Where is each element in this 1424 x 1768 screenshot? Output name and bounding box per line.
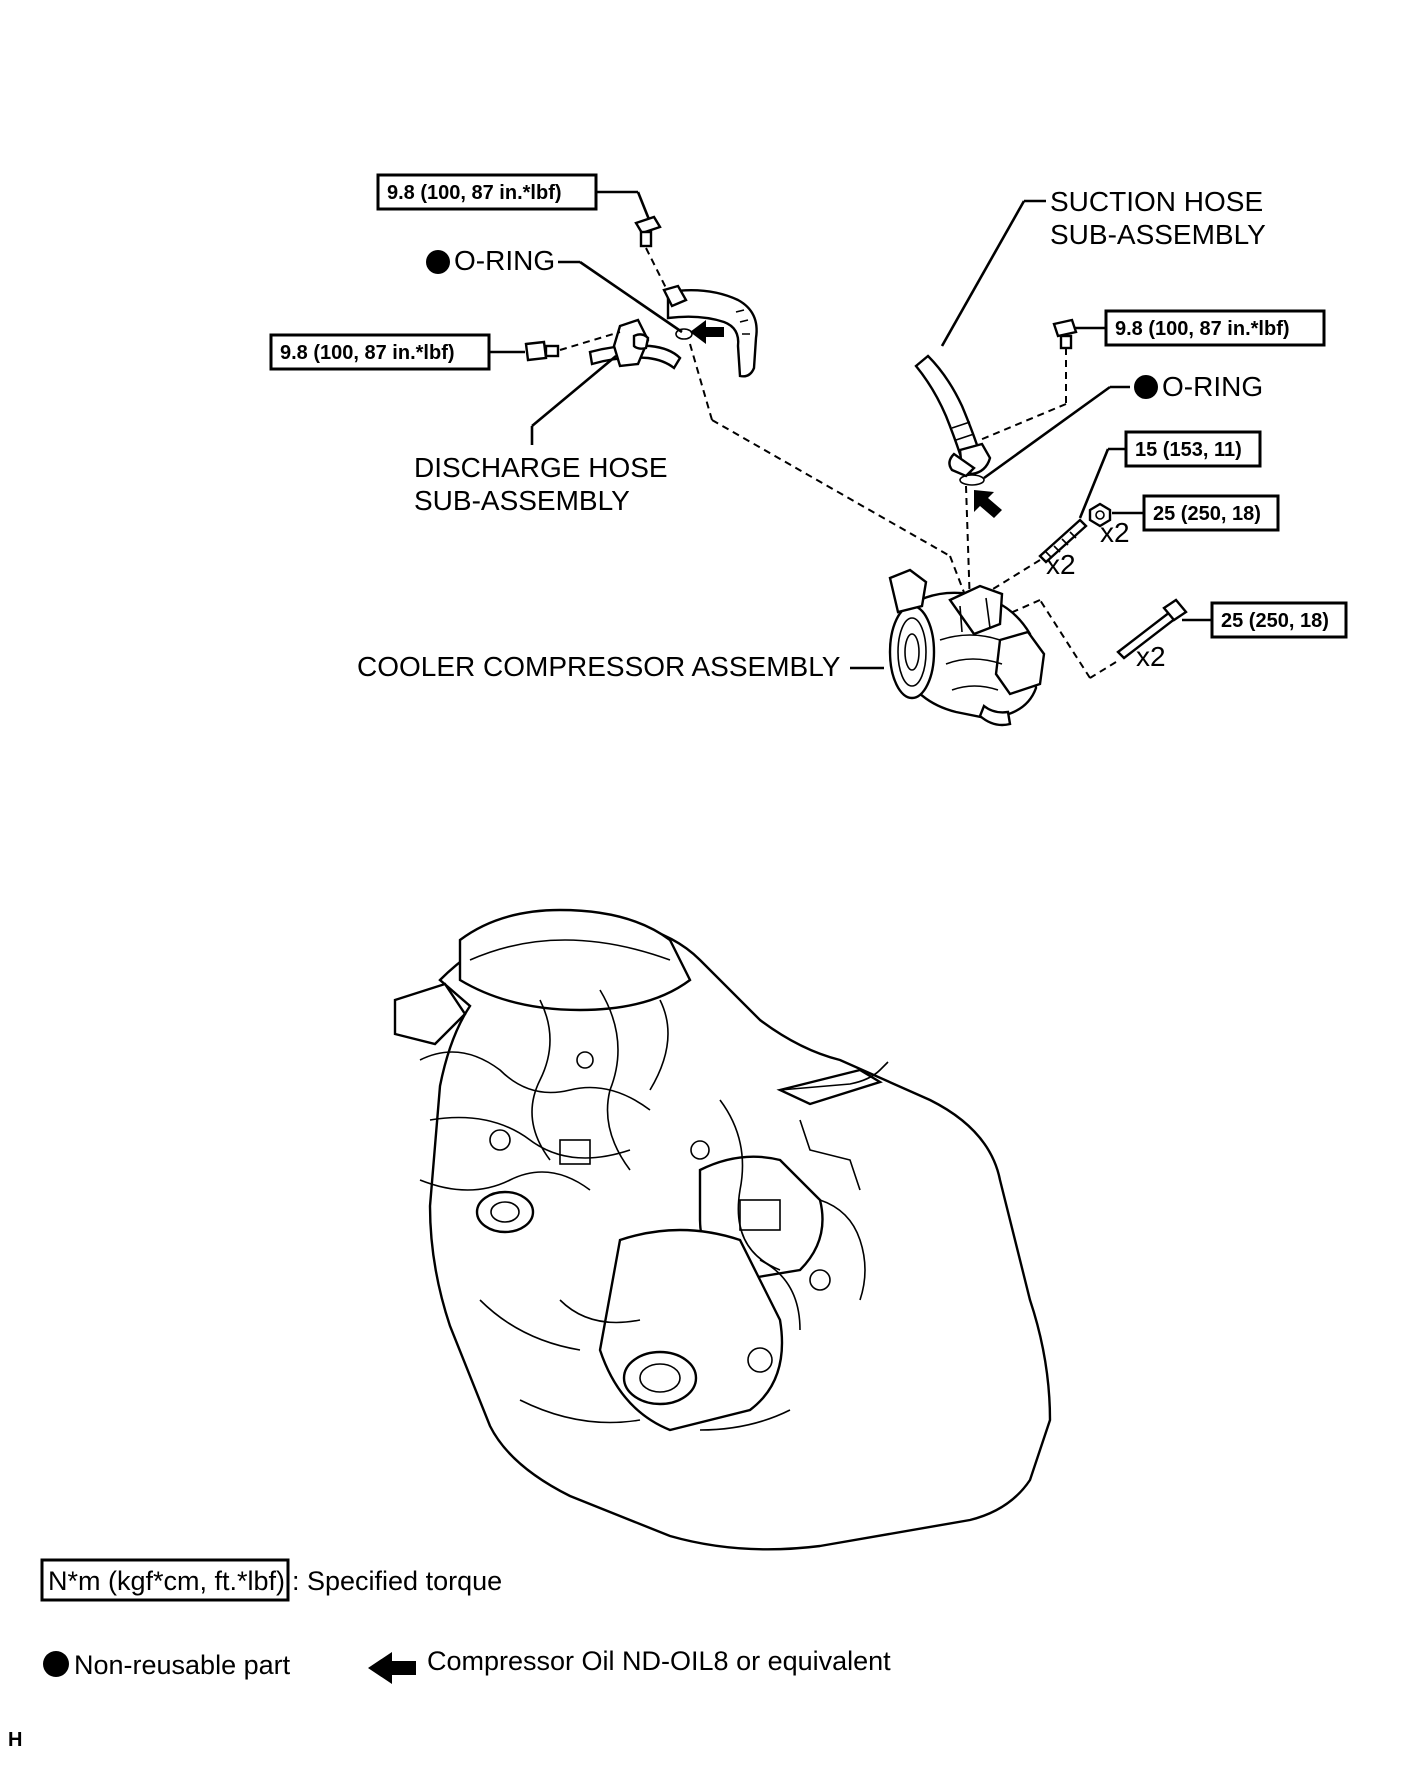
- oring-right-label: O-RING: [1162, 371, 1263, 402]
- oil-arrow-left-icon: [690, 320, 724, 344]
- nonreusable-dot-left: [426, 250, 450, 274]
- nut-qty: x2: [1100, 517, 1130, 548]
- torque-stud: 15 (153, 11): [1135, 439, 1242, 461]
- bolt-discharge-left: [524, 340, 560, 362]
- oring-right: [959, 474, 985, 486]
- cooler-compressor-assembly: COOLER COMPRESSOR ASSEMBLY: [357, 568, 1046, 727]
- bolt-discharge-top: [634, 215, 662, 248]
- nut: [1088, 502, 1112, 528]
- discharge-hose-group: 9.8 (100, 87 in.*lbf) O-RING 9.8 (100, 8…: [269, 173, 971, 609]
- torque-box-nut: [1142, 494, 1280, 532]
- legend-torque-desc: : Specified torque: [292, 1566, 502, 1596]
- engine-assembly-illustration: [393, 908, 1052, 1551]
- suction-hose-sub-assembly: [914, 354, 992, 478]
- torque-bolt: 25 (250, 18): [1221, 610, 1329, 632]
- legend-torque-units: N*m (kgf*cm, ft.*lbf): [48, 1566, 285, 1596]
- torque-box-suction: [1104, 309, 1326, 347]
- corner-mark: H: [8, 1729, 22, 1751]
- nonreusable-dot-right: [1134, 375, 1158, 399]
- discharge-hose-label-1: DISCHARGE HOSE: [414, 452, 668, 483]
- stud-qty: x2: [1046, 549, 1076, 580]
- compressor-label: COOLER COMPRESSOR ASSEMBLY: [357, 651, 841, 682]
- torque-box-bolt: [1210, 601, 1348, 639]
- discharge-hose-sub-assembly: [588, 284, 758, 378]
- torque-box-discharge-top: [376, 173, 598, 211]
- discharge-hose-label-2: SUB-ASSEMBLY: [414, 485, 630, 516]
- legend: N*m (kgf*cm, ft.*lbf) : Specified torque…: [8, 1558, 891, 1751]
- oring-left-label: O-RING: [454, 245, 555, 276]
- torque-discharge-top: 9.8 (100, 87 in.*lbf): [387, 182, 562, 204]
- oring-left: [675, 328, 693, 340]
- mount-bolt: [1116, 598, 1188, 660]
- torque-box-discharge-left: [269, 333, 491, 371]
- bolt-suction: [1052, 318, 1078, 350]
- legend-nonreusable: Non-reusable part: [74, 1650, 291, 1680]
- fastener-group: 15 (153, 11) x2 25 (250, 18) x2 25 (250,…: [971, 430, 1348, 679]
- legend-oil: Compressor Oil ND-OIL8 or equivalent: [427, 1646, 891, 1676]
- oil-arrow-right-icon: [974, 490, 1002, 518]
- bolt-qty: x2: [1136, 641, 1166, 672]
- torque-nut: 25 (250, 18): [1153, 503, 1261, 525]
- suction-hose-label-1: SUCTION HOSE: [1050, 186, 1263, 217]
- legend-nonreusable-icon: [43, 1651, 69, 1677]
- suction-hose-group: SUCTION HOSE SUB-ASSEMBLY 9.8 (100, 87 i…: [914, 186, 1326, 607]
- torque-suction: 9.8 (100, 87 in.*lbf): [1115, 318, 1290, 340]
- legend-oil-arrow-icon: [368, 1652, 416, 1684]
- suction-hose-label-2: SUB-ASSEMBLY: [1050, 219, 1266, 250]
- legend-torque-box: [40, 1558, 290, 1602]
- torque-discharge-left: 9.8 (100, 87 in.*lbf): [280, 342, 455, 364]
